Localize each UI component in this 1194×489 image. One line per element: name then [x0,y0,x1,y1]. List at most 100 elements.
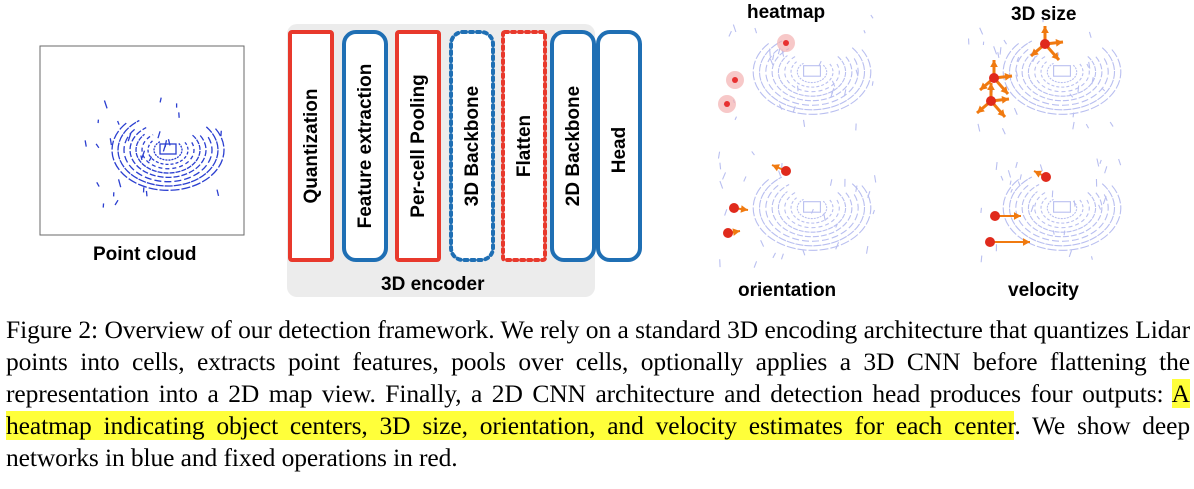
scan-point [103,100,108,109]
scan-ring [771,183,853,238]
scan-point [823,213,826,221]
scan-point [1091,77,1094,85]
scan-point [855,69,859,77]
scan-point [769,58,774,66]
scan-point [717,151,721,159]
scan-point [1098,204,1102,210]
scan-point [769,48,771,57]
scan-point [855,185,858,192]
size-arrow-head [1031,48,1039,56]
scan-point [1090,256,1093,260]
encoder-block [596,30,642,262]
scan-point [728,30,732,37]
size-arrow-head [1004,72,1012,81]
encoder-block [395,30,441,262]
vehicle-outline [1053,65,1071,77]
scan-ring [135,133,201,174]
scan-point [732,24,737,33]
scan-ring [129,127,207,179]
scan-point [835,242,840,250]
scan-point [148,156,153,162]
scan-point [1072,112,1075,118]
scan-point [772,252,776,259]
object-center [1041,172,1051,182]
scan-point [719,180,724,189]
scan-point [145,190,148,197]
object-center [781,166,791,176]
scan-point [1063,230,1066,236]
scan-ring [1002,178,1122,251]
scan-ring [784,191,840,229]
scan-point [980,207,982,213]
scan-point [1088,31,1092,38]
size-arrow-head [1051,52,1059,60]
scan-point [997,52,1000,59]
scan-point [96,181,100,187]
encoder-block-label: Head [609,127,630,173]
scan-point [979,27,984,35]
scan-point [1068,250,1073,258]
scan-point [1104,166,1108,174]
scan-ring [1021,183,1103,238]
size-arrow-head [1000,86,1008,94]
scan-point [754,27,758,34]
scan-ring [123,127,213,183]
figure-caption: Figure 2: Overview of our detection fram… [6,314,1190,474]
scan-point [84,140,87,147]
orientation-arrow-head [732,228,740,236]
scan-point [995,162,998,170]
encoder-block [288,30,334,262]
heatmap-panel [718,14,874,131]
scan-point [874,175,877,183]
scan-point [1017,181,1021,186]
encoder-block [342,30,388,262]
scan-ring [759,176,866,247]
scan-point [157,131,161,139]
scan-point [1013,107,1018,115]
scan-point [1001,128,1006,135]
scan-point [216,189,220,196]
scan-point [1085,123,1090,129]
scan-point [1052,230,1055,235]
scan-point [1009,180,1012,185]
scan-point [778,170,782,177]
scan-point [1000,175,1004,181]
object-center [723,228,733,238]
scan-ring [759,40,866,111]
velocity-label: velocity [1008,280,1079,301]
scan-point [1069,93,1074,98]
scan-point [1102,195,1107,205]
object-center [986,96,996,106]
scan-ring [777,55,847,97]
encoder-block [501,30,547,262]
encoder-label: 3D encoder [381,274,485,295]
scan-point [780,253,784,260]
scan-point [831,80,836,87]
scan-point [1073,200,1076,207]
scan-point [1077,85,1080,93]
encoder-block-label: Quantization [301,88,322,203]
scan-ring [752,42,872,115]
scan-point [1072,121,1075,130]
size-label: 3D size [1011,4,1077,25]
scan-point [1007,170,1012,178]
orientation-arrow-head [772,164,780,172]
scan-point [830,91,834,98]
scan-point [162,143,167,152]
scan-ring [796,62,828,84]
object-center [1040,39,1050,49]
scan-point [993,46,998,55]
scan-point [1118,158,1122,166]
object-center [985,237,995,247]
scan-point [1019,174,1022,180]
orientation-panel [717,151,877,268]
scan-point [870,14,874,19]
scan-ring [1002,42,1122,115]
scan-point [114,199,119,206]
object-center [989,73,999,83]
scan-point [1010,188,1013,193]
scan-point [835,223,838,228]
scan-point [109,138,113,146]
scan-point [772,54,775,61]
